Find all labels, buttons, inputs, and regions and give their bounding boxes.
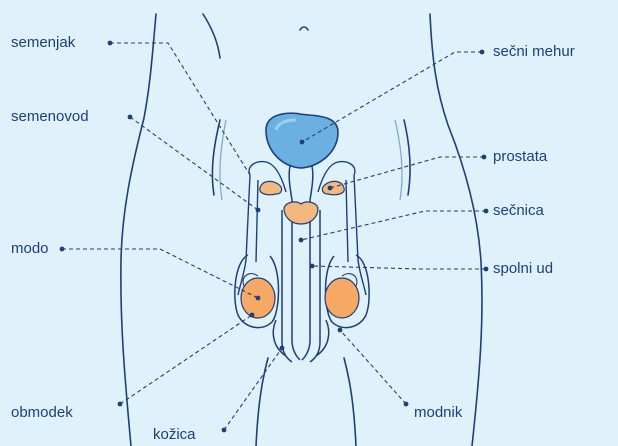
body-outline	[121, 14, 482, 446]
leader-lines	[62, 43, 486, 430]
label-prostata: prostata	[493, 148, 547, 166]
label-semenjak: semenjak	[11, 34, 75, 52]
label-secni-mehur: sečni mehur	[493, 43, 575, 61]
label-modo: modo	[11, 240, 49, 258]
leader-dots	[60, 41, 489, 433]
label-secnica: sečnica	[493, 202, 544, 220]
label-obmodek: obmodek	[11, 404, 73, 422]
label-kozica: kožica	[153, 426, 196, 444]
urethra-penis	[273, 166, 329, 362]
label-spolni-ud: spolni ud	[493, 260, 553, 278]
label-semenovod: semenovod	[11, 108, 89, 126]
label-modnik: modnik	[414, 404, 462, 422]
